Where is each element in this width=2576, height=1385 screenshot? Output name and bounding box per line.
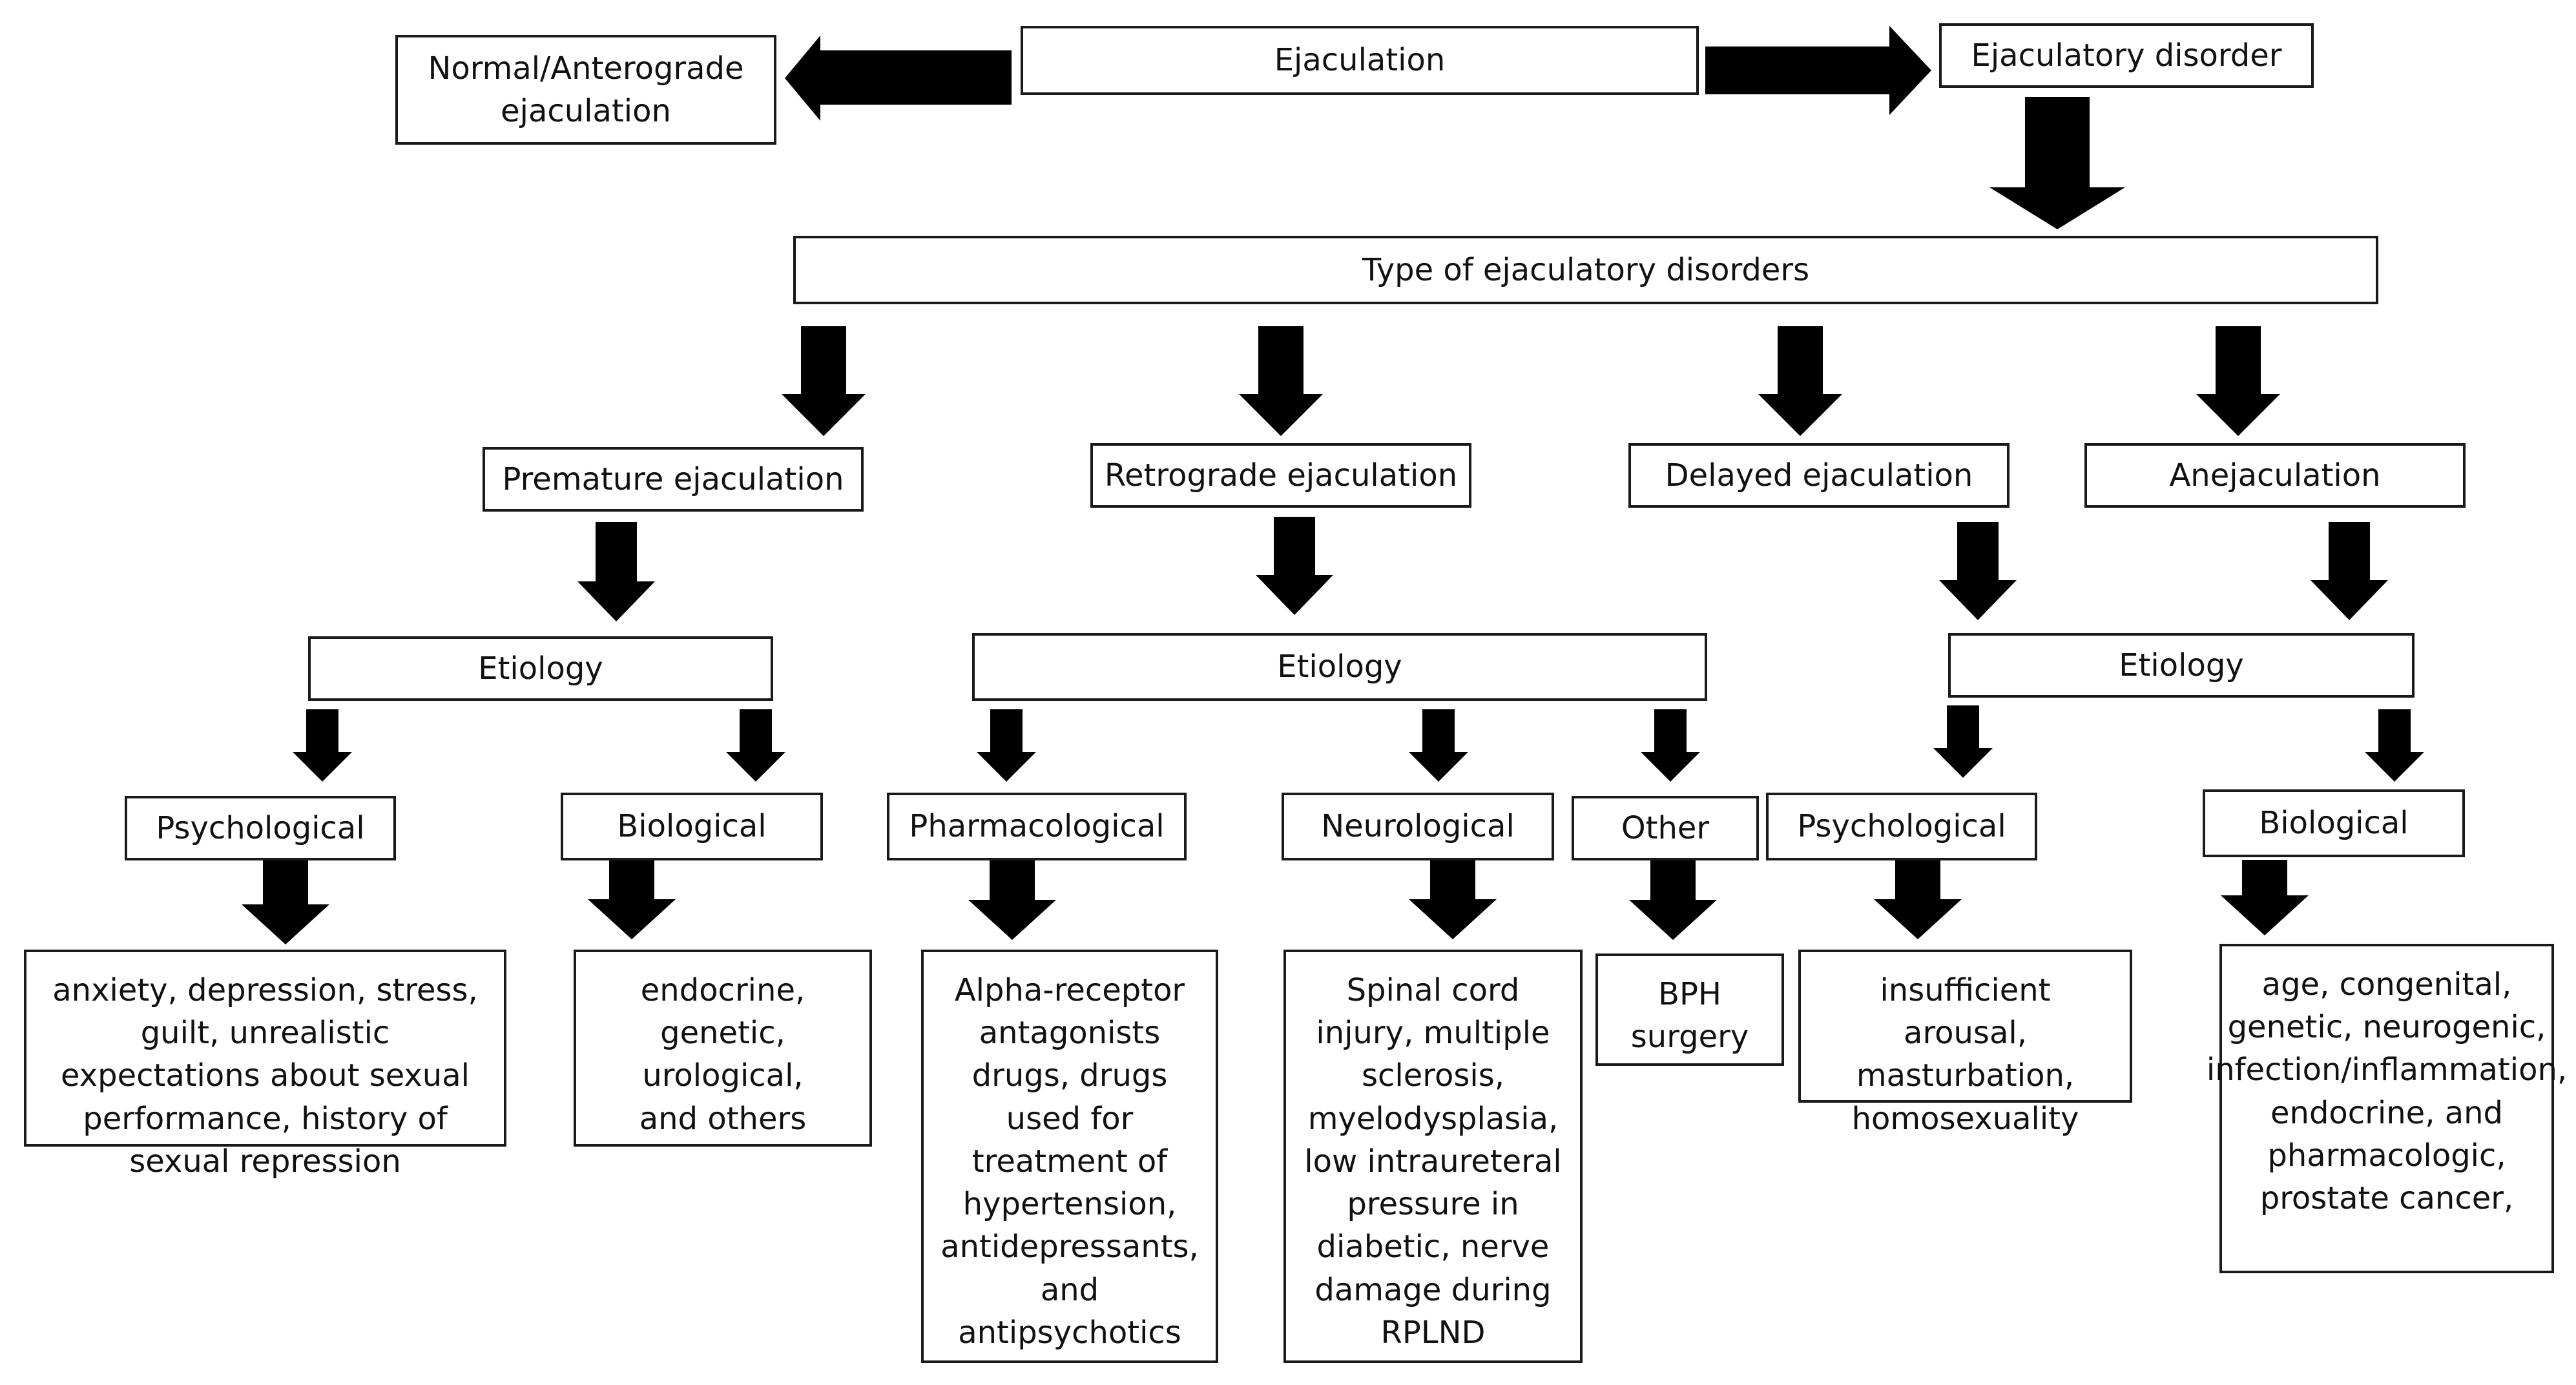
re-neurological-box: Neurological xyxy=(1282,793,1554,860)
re-pharmacological-details: Alpha-receptor antagonists drugs, drugs … xyxy=(921,950,1218,1363)
da-psychological-details: insufficient arousal, masturbation, homo… xyxy=(1798,950,2132,1137)
da-psychological-box: Psychological xyxy=(1766,793,2037,860)
arrow-right-to-disorder xyxy=(1705,26,1931,115)
pe-psychological-details: anxiety, depression, stress, guilt, unre… xyxy=(24,950,506,1180)
arrow-down-to-etiology-retrograde xyxy=(1256,517,1333,615)
arrow-down-to-retrograde xyxy=(1239,326,1323,436)
arrow-down-to-anejaculation xyxy=(2196,326,2280,436)
anejaculation-box: Anejaculation xyxy=(2084,443,2466,508)
pe-biological-box: Biological xyxy=(561,793,823,860)
pe-biological-details: endocrine, genetic, urological, and othe… xyxy=(574,950,872,1147)
arrow-down-to-etiology-anejaculation xyxy=(2311,522,2388,620)
arrow-down-to-types xyxy=(1989,97,2125,229)
normal-ejaculation-box: Normal/Anterograde ejaculation xyxy=(395,35,776,145)
etiology-retrograde-box: Etiology xyxy=(972,633,1707,701)
premature-ejaculation-box: Premature ejaculation xyxy=(483,447,864,512)
arrow-down-to-da-bio-details xyxy=(2221,860,2309,935)
arrow-down-to-pe-bio-details xyxy=(588,860,676,939)
retrograde-ejaculation-box: Retrograde ejaculation xyxy=(1090,443,1471,508)
arrow-down-to-etiology-delayed xyxy=(1939,522,2017,620)
arrow-down-to-da-psychological xyxy=(1933,705,1993,778)
da-biological-details: age, congenital, genetic, neurogenic, in… xyxy=(2207,944,2567,1273)
arrow-down-to-re-neuro-details xyxy=(1409,860,1497,939)
types-of-disorders-box: Type of ejaculatory disorders xyxy=(793,236,2378,304)
arrow-down-to-re-neurological xyxy=(1409,709,1468,782)
arrow-down-to-re-pharmacological xyxy=(977,709,1036,782)
delayed-ejaculation-box: Delayed ejaculation xyxy=(1628,443,2010,508)
etiology-delayed-anejaculation-box: Etiology xyxy=(1948,633,2415,698)
arrow-down-to-delayed xyxy=(1758,326,1842,436)
arrow-down-to-etiology-premature xyxy=(577,522,655,621)
ejaculatory-disorder-box: Ejaculatory disorder xyxy=(1939,23,2314,88)
arrow-left-to-normal xyxy=(785,36,1012,121)
arrow-down-to-pe-biological xyxy=(726,709,785,782)
etiology-premature-box: Etiology xyxy=(308,636,773,701)
da-biological-box: Biological xyxy=(2203,789,2465,857)
arrow-down-to-da-psych-details xyxy=(1874,860,1962,939)
ejaculation-box: Ejaculation xyxy=(1021,26,1699,95)
pe-psychological-box: Psychological xyxy=(125,796,396,860)
arrow-down-to-re-pharm-details xyxy=(968,860,1056,940)
arrow-down-to-pe-psych-details xyxy=(242,860,329,944)
arrow-down-to-da-biological xyxy=(2365,709,2424,782)
arrow-down-to-re-other-details xyxy=(1629,860,1717,940)
re-other-box: Other xyxy=(1572,796,1759,860)
re-other-details: BPH surgery xyxy=(1595,953,1784,1066)
re-pharmacological-box: Pharmacological xyxy=(887,793,1187,860)
re-neurological-details: Spinal cord injury, multiple sclerosis, … xyxy=(1283,950,1583,1363)
arrow-down-to-premature xyxy=(782,326,866,436)
arrow-down-to-re-other xyxy=(1641,709,1700,782)
arrow-down-to-pe-psychological xyxy=(293,709,352,782)
